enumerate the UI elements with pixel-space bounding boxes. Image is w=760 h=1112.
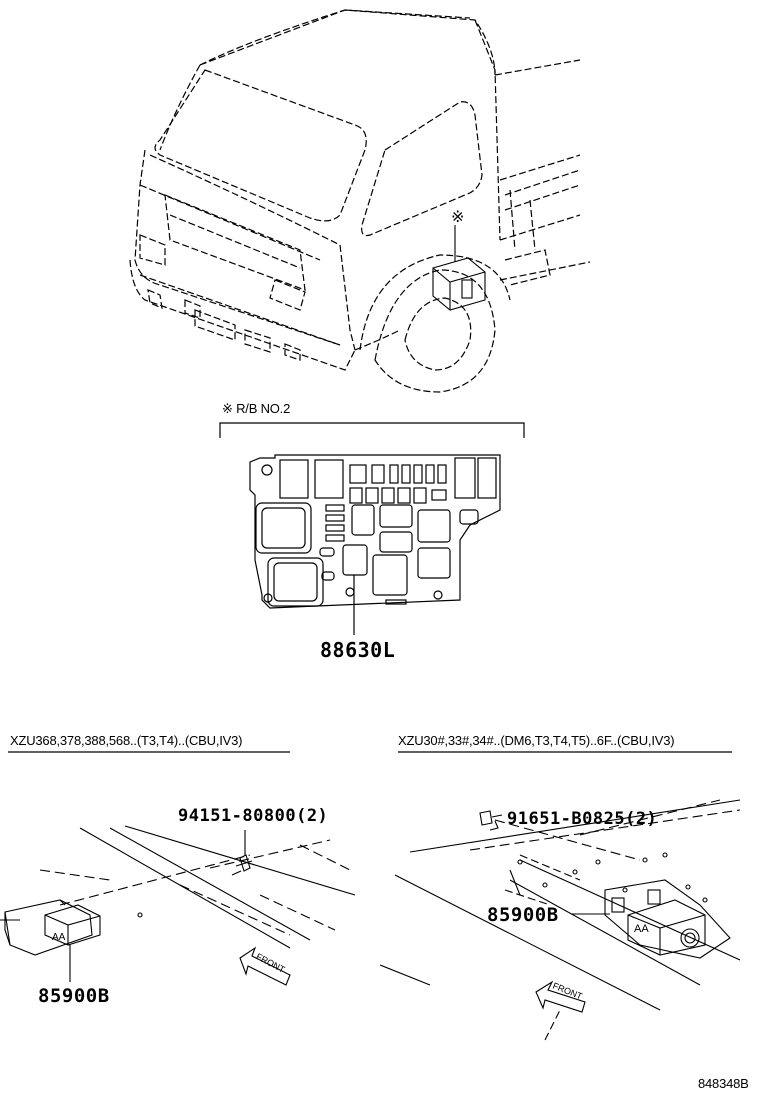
- left-bolt-part-number: 94151-80800(2): [178, 806, 329, 826]
- left-mounting-drawing: AA: [0, 825, 356, 986]
- svg-text:AA: AA: [52, 932, 66, 943]
- note-mark-truck: ※: [451, 209, 465, 226]
- right-sensor-part-number: 85900B: [487, 904, 559, 926]
- truck-illustration: [129, 9, 591, 393]
- right-mounting-drawing: AA: [379, 799, 741, 1041]
- relay-block-part-number: 88630L: [320, 638, 396, 662]
- rb-label: ※ R/B NO.2: [222, 401, 291, 416]
- right-condition-text: XZU30#,33#,34#..(DM6,T3,T4,T5)..6F..(CBU…: [398, 733, 675, 748]
- right-bolt-part-number: 91651-B0825(2): [507, 809, 658, 829]
- relay-block-location: [432, 225, 486, 311]
- rb-bracket: [219, 422, 525, 438]
- relay-block-drawing: [249, 454, 501, 635]
- left-condition-text: XZU368,378,388,568..(T3,T4)..(CBU,IV3): [10, 733, 243, 748]
- left-sensor-part-number: 85900B: [38, 985, 110, 1007]
- catalog-code: 848348B: [698, 1076, 749, 1091]
- svg-text:AA: AA: [634, 923, 649, 935]
